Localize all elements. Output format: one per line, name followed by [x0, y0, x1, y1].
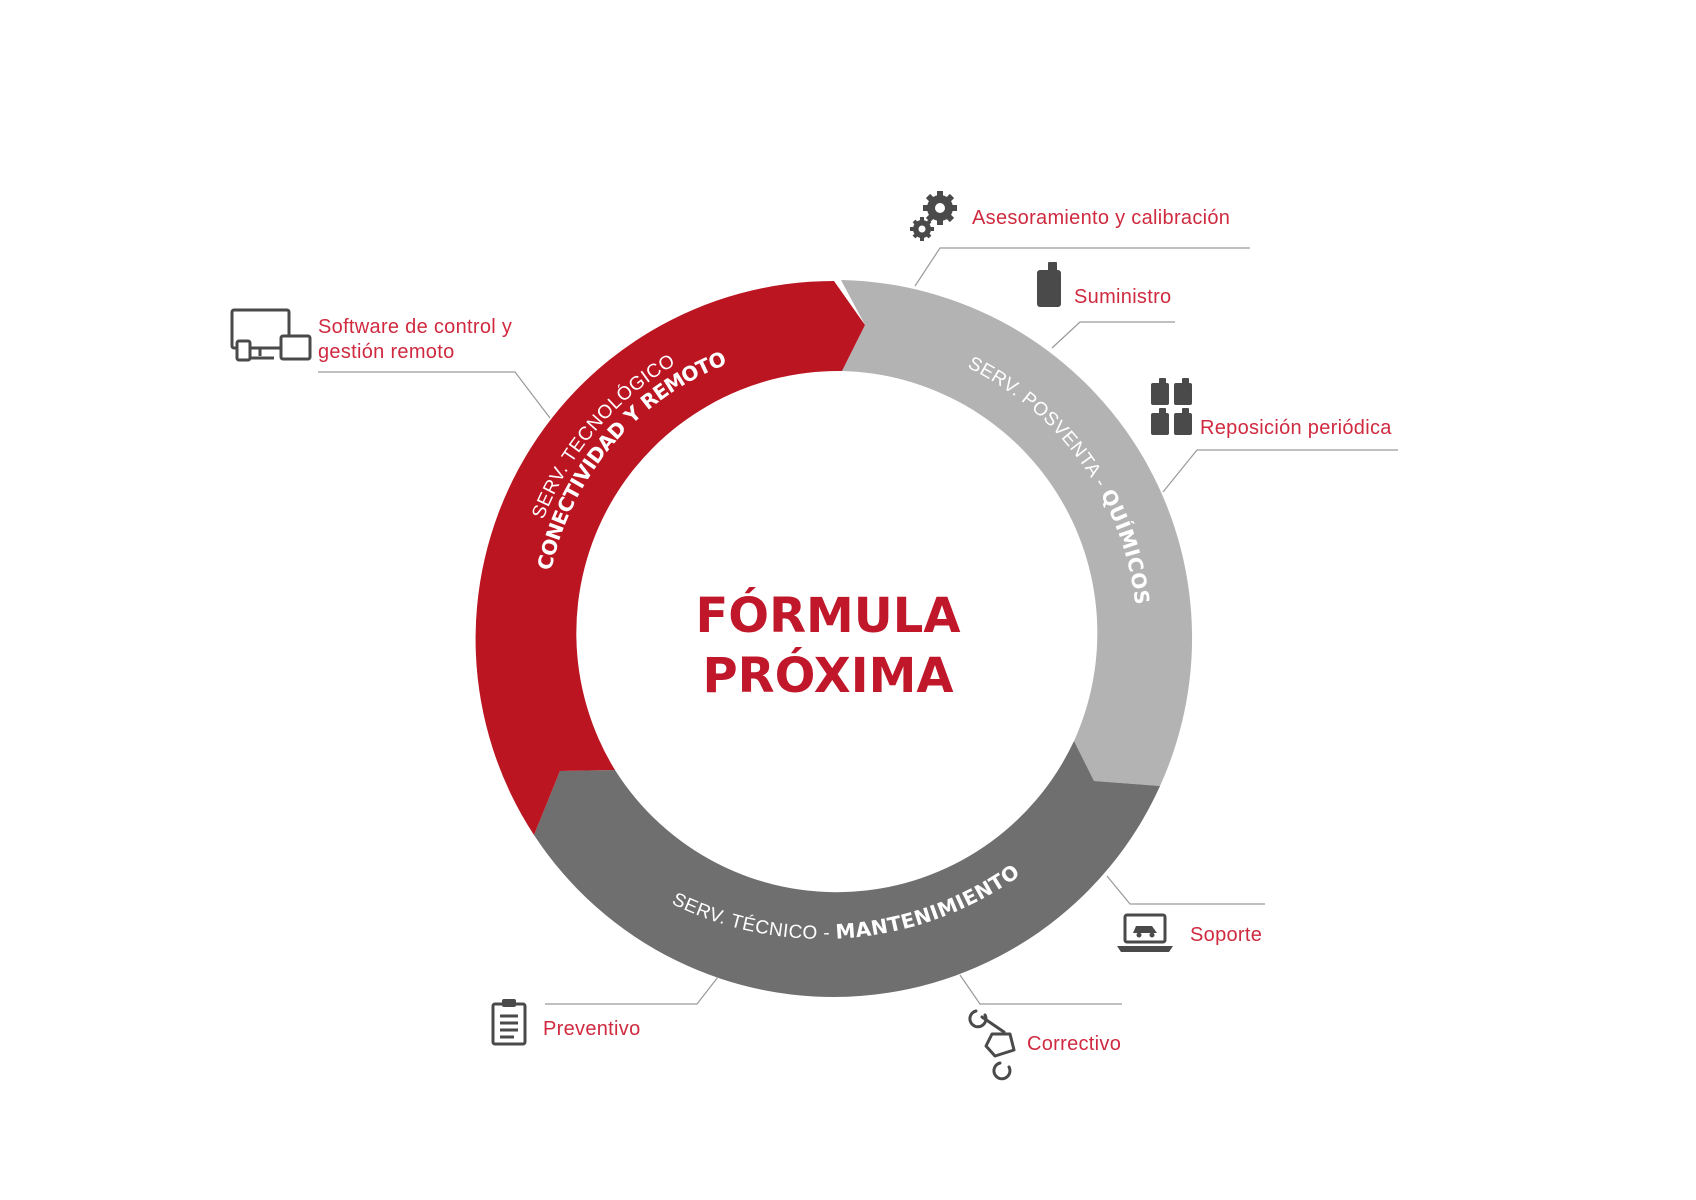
segment-tecnico: [534, 741, 1160, 997]
canister-icon: [1037, 262, 1061, 307]
leader-preventivo: [545, 976, 719, 1005]
service-asesoramiento-label: Asesoramiento y calibración: [972, 207, 1230, 229]
service-reposicion-label: Reposición periódica: [1200, 417, 1392, 439]
service-soporte-label: Soporte: [1190, 924, 1262, 946]
service-software-label-line2: gestión remoto: [318, 341, 455, 363]
segment-posventa: [841, 280, 1193, 786]
laptop-car-icon: [1117, 913, 1173, 952]
service-software-label-line1: Software de control y: [318, 316, 512, 338]
devices-icon: [230, 308, 312, 362]
center-title-line1: FÓRMULA: [695, 587, 960, 644]
leader-correctivo: [959, 974, 1122, 1005]
leader-reposicion: [1162, 449, 1398, 493]
gears-icon: [910, 191, 957, 241]
clipboard-icon: [491, 999, 527, 1046]
leader-soporte: [1106, 875, 1265, 905]
leader-asesoramiento: [914, 247, 1250, 287]
leader-lines: [318, 247, 1398, 1005]
service-correctivo-label: Correctivo: [1027, 1033, 1121, 1055]
canisters-icon: [1151, 378, 1192, 435]
service-suministro-label: Suministro: [1074, 286, 1171, 308]
service-preventivo-label: Preventivo: [543, 1018, 641, 1040]
segment-tecnologico: [475, 280, 865, 835]
leader-suministro: [1051, 321, 1175, 349]
wrench-hand-icon: [968, 1009, 1016, 1081]
leader-software: [318, 371, 551, 419]
center-title-line2: PRÓXIMA: [702, 647, 953, 704]
